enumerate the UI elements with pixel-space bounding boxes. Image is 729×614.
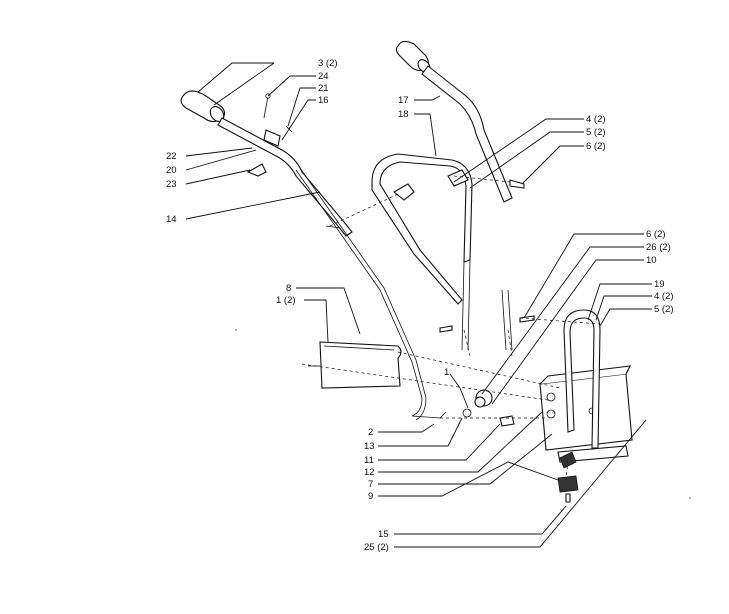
right-handle	[395, 40, 513, 351]
callout-11: 11	[364, 455, 374, 466]
callout-labels: 3 (2) 24 21 16 22 20 23 14 17 18 4 (2) 5…	[166, 58, 674, 553]
callout-18: 18	[398, 109, 409, 120]
pins-and-bolts	[308, 179, 535, 367]
callout-1a: 1 (2)	[276, 295, 296, 306]
callout-20: 20	[166, 165, 177, 176]
callout-16: 16	[318, 95, 329, 106]
shaft-parts	[462, 389, 579, 503]
callout-23: 23	[166, 179, 177, 190]
scan-speck	[689, 497, 691, 499]
callout-1: 1	[444, 367, 449, 378]
chute-deflector	[319, 341, 402, 389]
callout-2: 2	[368, 427, 373, 438]
leader-lines	[185, 62, 652, 548]
upper-u-handle	[371, 153, 473, 351]
callout-7: 7	[368, 479, 373, 490]
callout-25: 25 (2)	[364, 542, 389, 553]
alignment-lines	[301, 175, 601, 481]
callout-14: 14	[166, 214, 177, 225]
left-handle-assembly	[180, 90, 447, 421]
callout-3: 3 (2)	[318, 58, 338, 69]
callout-8: 8	[286, 283, 291, 294]
callout-5b: 5 (2)	[654, 304, 674, 315]
auger-housing	[539, 309, 633, 469]
callout-19: 19	[654, 279, 665, 290]
callout-22: 22	[166, 151, 177, 162]
callout-6b: 6 (2)	[646, 229, 666, 240]
callout-4b: 4 (2)	[654, 291, 674, 302]
callout-15: 15	[378, 529, 389, 540]
callout-5a: 5 (2)	[586, 127, 606, 138]
callout-26: 26 (2)	[646, 242, 671, 253]
callout-6a: 6 (2)	[586, 141, 606, 152]
callout-17: 17	[398, 95, 409, 106]
callout-13: 13	[364, 441, 375, 452]
scan-speck	[235, 329, 237, 331]
callout-24: 24	[318, 71, 329, 82]
callout-21: 21	[318, 83, 329, 94]
callout-4a: 4 (2)	[586, 114, 606, 125]
callout-10: 10	[646, 255, 657, 266]
callout-9: 9	[368, 491, 373, 502]
callout-12: 12	[364, 467, 375, 478]
